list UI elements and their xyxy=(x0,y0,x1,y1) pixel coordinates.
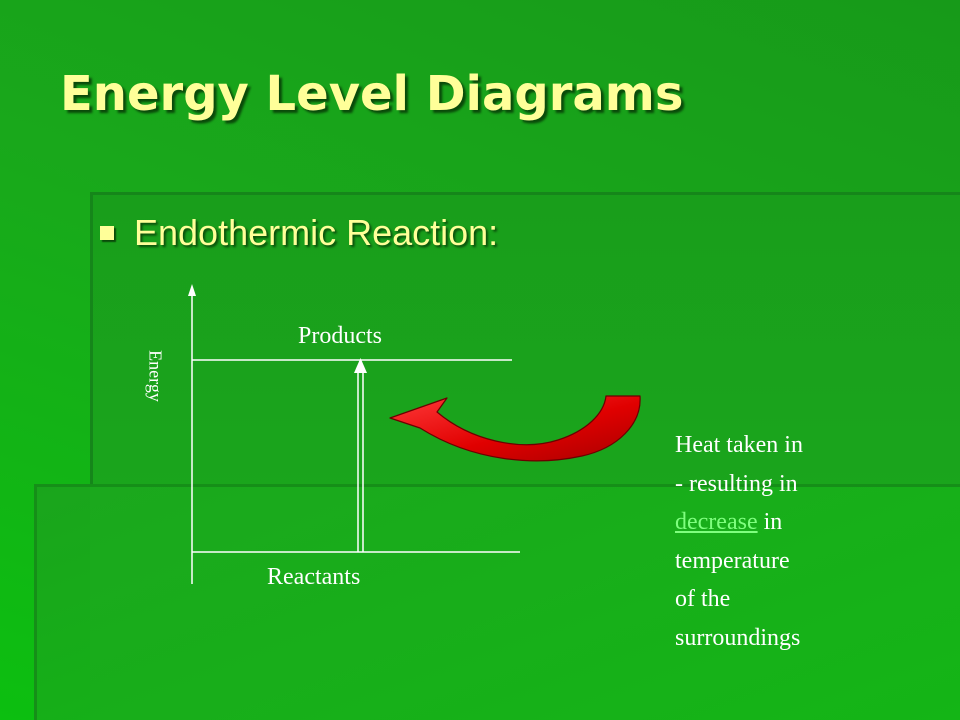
decrease-link[interactable]: decrease xyxy=(675,509,758,535)
slide-title: Energy Level Diagrams xyxy=(60,66,684,122)
bullet-item: Endothermic Reaction: xyxy=(100,212,498,254)
energy-axis-arrowhead xyxy=(188,284,196,296)
caption-line-4: temperature xyxy=(675,547,790,574)
square-bullet-icon xyxy=(100,226,114,240)
caption-line-5: of the xyxy=(675,586,731,612)
caption-text: Heat taken in - resulting in decrease in… xyxy=(675,426,875,657)
background-panel-inner xyxy=(90,487,960,720)
caption-line-1: Heat taken in xyxy=(675,432,803,458)
caption-line-2: - resulting in xyxy=(675,470,798,497)
caption-line-3-rest: in xyxy=(757,509,783,535)
bullet-text: Endothermic Reaction: xyxy=(134,212,499,253)
energy-axis-label: Energy xyxy=(145,350,166,402)
background-panel-top xyxy=(90,192,960,492)
energy-change-arrowhead xyxy=(354,358,367,373)
products-label: Products xyxy=(298,323,382,349)
heat-in-arrow xyxy=(389,395,641,462)
reactants-label: Reactants xyxy=(267,564,361,590)
caption-line-3: decrease in xyxy=(675,503,875,542)
caption-line-6: surroundings xyxy=(675,624,801,651)
